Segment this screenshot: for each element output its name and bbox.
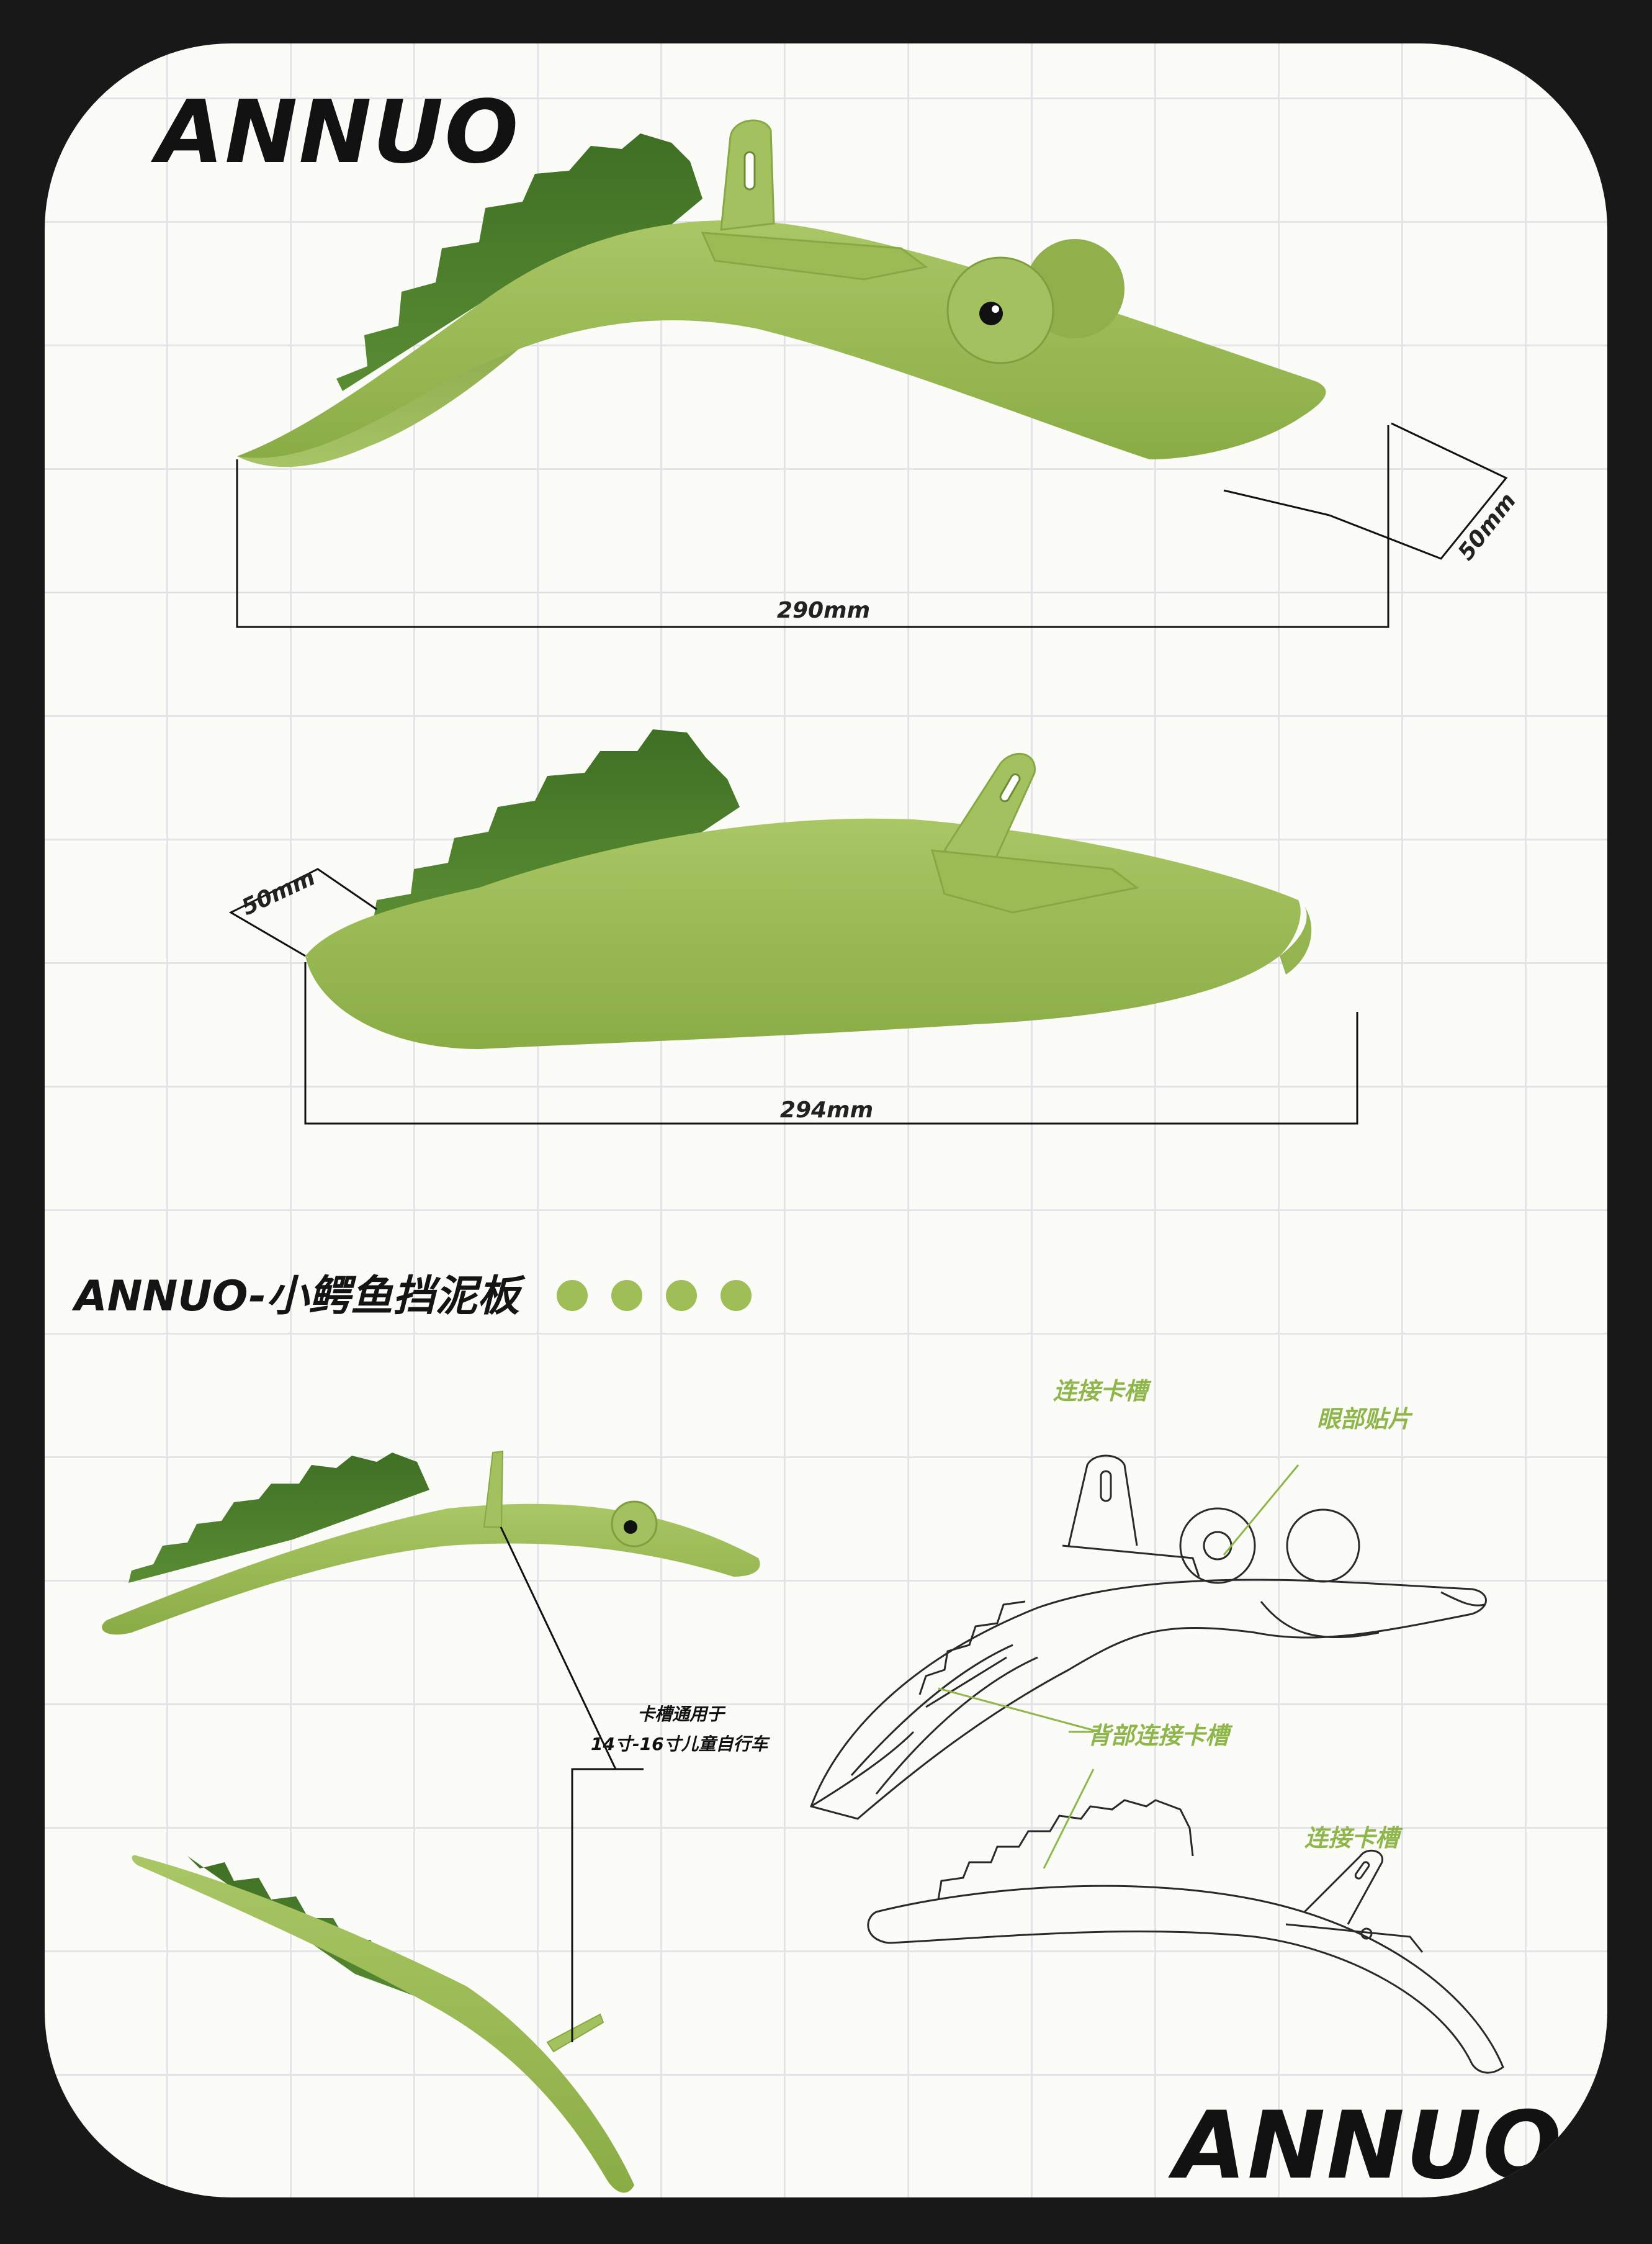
width-label-middle: 50mm xyxy=(238,865,319,921)
mudguard-body-small-1 xyxy=(102,1503,760,1635)
render-middle: 294mm 50mm xyxy=(228,729,1358,1125)
callout-connect-slot-bottom: 连接卡槽 xyxy=(1304,1824,1399,1852)
dot-3 xyxy=(666,1280,697,1311)
brand-logo-top: ANNUO xyxy=(156,82,520,183)
callout-back-connect-slot: 背部连接卡槽 xyxy=(1087,1722,1229,1749)
bracket-small-2 xyxy=(546,2013,604,2053)
render-top: 290mm 50mm xyxy=(236,119,1521,628)
pupil-small-1 xyxy=(624,1520,637,1534)
callout-leader-lines xyxy=(938,1464,1300,1869)
dot-4 xyxy=(721,1280,752,1311)
pupil-top xyxy=(979,302,1003,325)
mudguard-body-top xyxy=(237,220,1326,459)
brand-logo-bottom: ANNUO xyxy=(1174,2092,1563,2197)
render-bottom-left-top xyxy=(102,1450,760,1635)
dimension-lines-top xyxy=(236,422,1508,628)
line-drawing-bottom xyxy=(867,1799,1504,2074)
bracket-small-1 xyxy=(483,1450,504,1528)
poster-card: ANNUO xyxy=(45,43,1607,2197)
spine-middle xyxy=(374,729,740,919)
callout-eye-sticker: 眼部贴片 xyxy=(1317,1405,1412,1433)
note-leader-lines xyxy=(500,1526,644,2042)
note-line-2: 14寸-16寸儿童自行车 xyxy=(591,1734,768,1754)
dimension-lines-middle xyxy=(228,868,1358,1125)
note-line-1: 卡槽通用于 xyxy=(637,1704,725,1724)
bracket-slot-top xyxy=(743,151,756,191)
pupil-highlight-top xyxy=(992,305,999,313)
line-drawing-top xyxy=(810,1454,1487,1820)
callout-connect-slot-top: 连接卡槽 xyxy=(1053,1377,1148,1405)
product-title: ANNUO-小鳄鱼挡泥板 xyxy=(74,1272,519,1321)
render-bottom-left-bottom xyxy=(132,1855,634,2193)
bracket-slot-middle xyxy=(999,773,1021,803)
dot-2 xyxy=(611,1280,642,1311)
spine-small-1 xyxy=(128,1453,429,1583)
spine-top xyxy=(336,133,703,391)
dot-1 xyxy=(557,1280,588,1311)
mudguard-tail-middle xyxy=(1280,906,1312,975)
decorative-dots xyxy=(557,1280,752,1311)
mudguard-body-small-2 xyxy=(132,1855,634,2193)
length-label-middle: 294mm xyxy=(780,1097,873,1123)
bracket-base-top xyxy=(701,232,928,281)
product-illustrations: 290mm 50mm 294mm 50mm xyxy=(102,119,1521,2193)
bracket-base-middle xyxy=(930,849,1139,914)
length-label-top: 290mm xyxy=(777,598,870,623)
width-label-top: 50mm xyxy=(1453,489,1521,566)
